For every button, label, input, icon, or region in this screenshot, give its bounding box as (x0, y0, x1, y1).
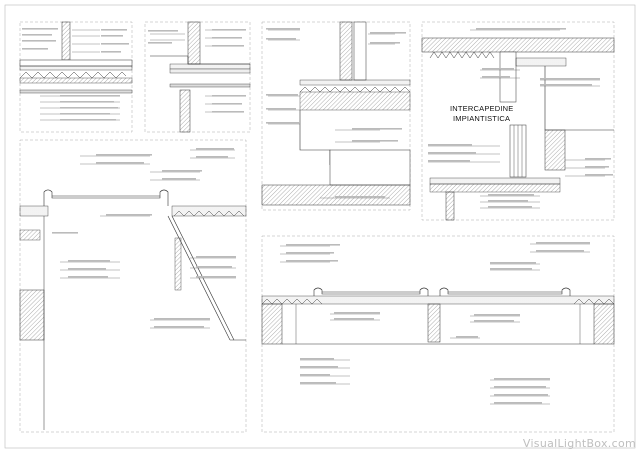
panel-section-skylights-right (261, 235, 615, 433)
panel-detail-3 (261, 21, 411, 211)
panel-detail-4: INTERCAPEDINE IMPIANTISTICA (421, 21, 615, 221)
panel-section-skylight-left (19, 139, 247, 433)
panel-detail-1 (19, 21, 133, 133)
sheet-frame (4, 4, 636, 449)
title-intercapedine: INTERCAPEDINE (450, 104, 513, 113)
watermark: VisualLightBox.com (522, 437, 636, 450)
panel-detail-2 (144, 21, 251, 133)
title-impiantistica: IMPIANTISTICA (453, 114, 510, 123)
